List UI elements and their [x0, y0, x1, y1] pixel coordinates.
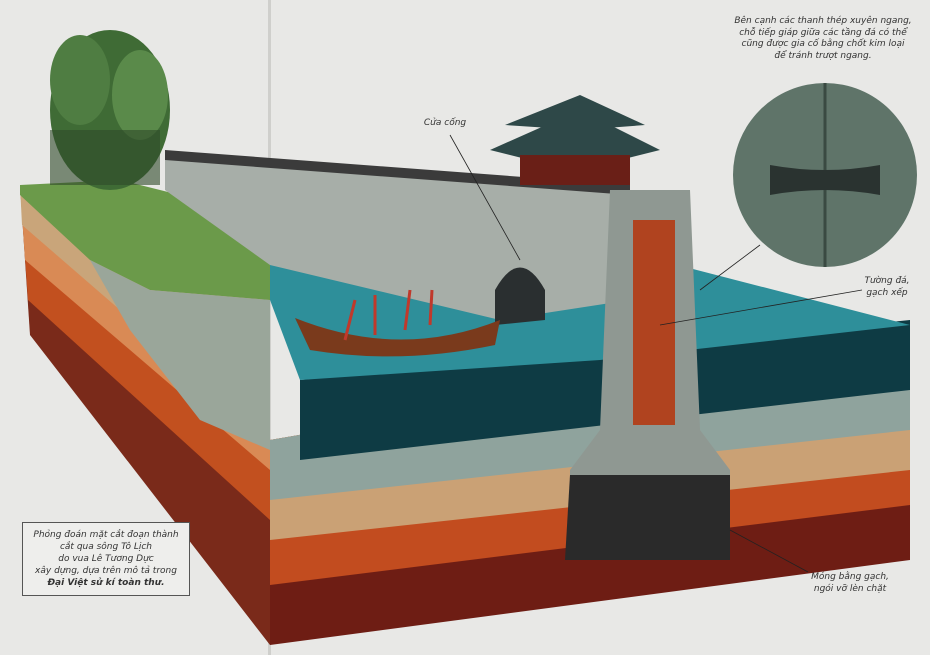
note-line: cũng được gia cố bằng chốt kim loại	[741, 39, 905, 49]
label-line: Móng bằng gạch,	[811, 572, 889, 582]
note-line: Bên cạnh các thanh thép xuyên ngang,	[734, 16, 912, 26]
war-boat	[295, 289, 500, 357]
city-wall	[165, 150, 630, 325]
label-line: Tường đá,	[864, 276, 910, 286]
sluice-gate	[495, 267, 545, 325]
gate-label: Cửa cống	[423, 118, 467, 128]
caption-line: xây dựng, dựa trên mô tả trong	[35, 566, 177, 576]
pin-reinforcement-note: Bên cạnh các thanh thép xuyên ngang, chỗ…	[718, 16, 928, 62]
rubble-foundation	[565, 475, 730, 560]
note-line: để tránh trượt ngang.	[774, 50, 872, 61]
caption-line: cắt qua sông Tô Lịch	[59, 542, 153, 552]
hill-slope	[90, 260, 270, 450]
caption-line: do vua Lê Tương Dực	[58, 554, 154, 564]
illustration-caption: Phỏng đoán mặt cắt đoạn thành cắt qua sô…	[22, 522, 190, 596]
metal-pin-detail-circle	[733, 83, 917, 267]
brick-core	[633, 220, 675, 425]
gate-pavilion	[490, 95, 660, 185]
label-line: gạch xếp	[866, 287, 908, 298]
note-line: chỗ tiếp giáp giữa các tầng đá có thể	[739, 27, 907, 38]
foundation-label: Móng bằng gạch, ngói vỡ lèn chặt	[800, 572, 900, 595]
bamboo-trees	[50, 30, 170, 190]
leader-lines	[449, 134, 863, 573]
caption-source: Đại Việt sử kí toàn thư.	[47, 578, 165, 588]
caption-line: Phỏng đoán mặt cắt đoạn thành	[33, 530, 179, 540]
wall-label: Tường đá, gạch xếp	[852, 276, 922, 299]
label-line: ngói vỡ lèn chặt	[813, 583, 887, 594]
